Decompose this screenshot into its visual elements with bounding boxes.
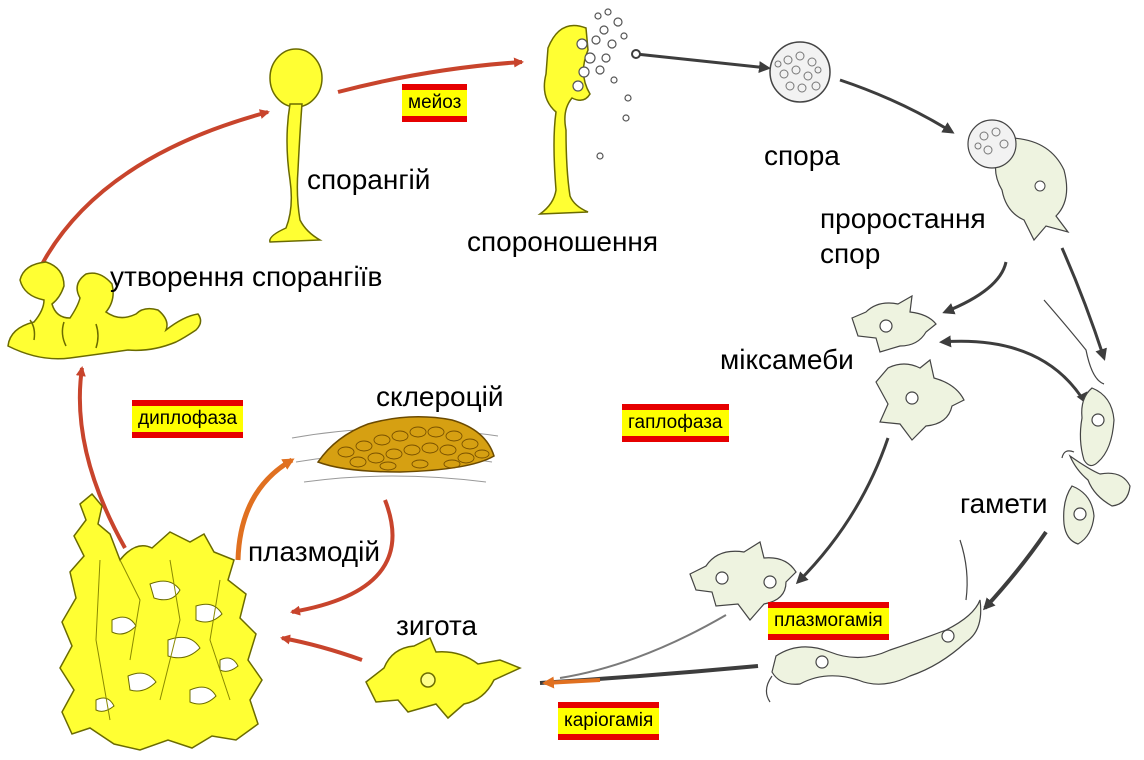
swarm-cells-figure — [1044, 300, 1130, 544]
sclerotium-figure — [292, 417, 498, 482]
arrow-fusion-to-zygote-thin — [560, 615, 726, 678]
label-sporangia-formation: утворення спорангіїв — [110, 261, 382, 293]
tag-meiosis: мейоз — [402, 84, 467, 122]
tag-diplophase: диплофаза — [132, 400, 243, 438]
arrow-germ-to-myxamoebae — [945, 262, 1006, 312]
tag-plasmogamy: плазмогамія — [768, 602, 889, 640]
label-myxamoebae: міксамеби — [720, 344, 854, 376]
label-sclerotium: склероцій — [376, 381, 504, 413]
sporulation-figure — [540, 9, 631, 214]
sporangium-figure — [270, 49, 322, 242]
label-sporangium: спорангій — [307, 164, 430, 196]
label-germination-line2: спор — [820, 238, 880, 270]
label-zygote: зигота — [396, 610, 477, 642]
arrow-to-sporangium — [35, 112, 268, 278]
label-spore: спора — [764, 140, 840, 172]
arrow-gametes-to-fusion — [985, 532, 1046, 608]
myxamoebae-figure — [852, 296, 964, 440]
arrow-spore-to-germ — [840, 80, 952, 132]
label-plasmodium: плазмодій — [248, 536, 380, 568]
spore-figure — [770, 42, 830, 102]
arrow-to-spore — [636, 54, 768, 68]
arrow-zygote-to-plasmodium — [282, 638, 362, 660]
plasmodium-figure — [60, 494, 262, 750]
label-germination-line1: проростання — [820, 203, 986, 235]
arrow-myxamoebae-to-fusion — [798, 438, 888, 582]
arrow-germ-to-swarm — [1062, 248, 1104, 358]
label-sporulation: спороношення — [467, 226, 658, 258]
label-gametes: гамети — [960, 488, 1048, 520]
zygote-figure — [366, 638, 520, 718]
tag-karyogamy: каріогамія — [558, 702, 659, 740]
tag-haplophase: гаплофаза — [622, 404, 729, 442]
arrow-double-myxamoebae — [942, 341, 1082, 398]
